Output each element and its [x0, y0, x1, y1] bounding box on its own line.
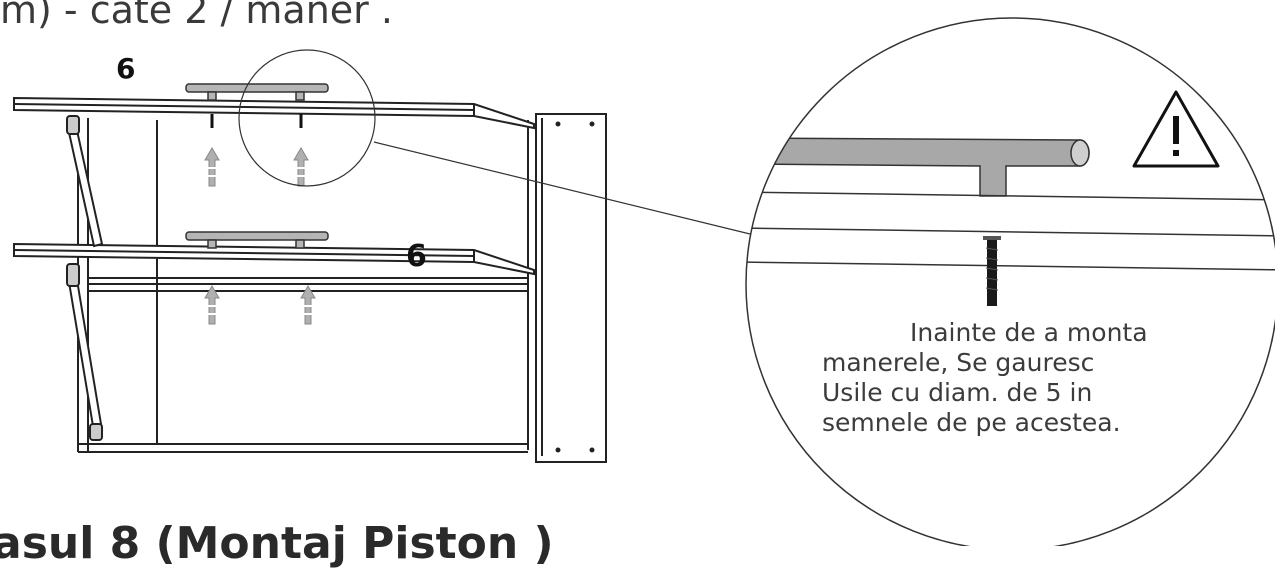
- detail-note-line: Usile cu diam. de 5 in: [822, 378, 1093, 407]
- detail-note-line: Inainte de a monta: [910, 318, 1148, 347]
- warning-triangle-icon: [1132, 90, 1220, 168]
- zoom-source-circle: [238, 49, 376, 187]
- callout-connector: [373, 141, 751, 235]
- upper-gas-piston: [66, 115, 104, 248]
- arrow-dashes: [207, 167, 313, 315]
- top-caption: m) - cate 2 / maner .: [0, 0, 393, 32]
- assembly-diagram: [13, 17, 1275, 546]
- lower-door: [13, 242, 535, 276]
- detail-note-line: manerele, Se gauresc: [822, 348, 1095, 377]
- upper-door-qty-label: 6: [116, 52, 136, 85]
- screw-icon: [983, 236, 1001, 306]
- step-heading: asul 8 (Montaj Piston ): [0, 518, 554, 569]
- screws-upper: [210, 114, 303, 128]
- cabinet-side-panel: [535, 113, 607, 463]
- detail-note-line: semnele de pe acestea.: [822, 408, 1121, 437]
- lower-handle: [185, 231, 329, 249]
- upper-handle: [185, 83, 329, 101]
- detail-note: Inainte de a monta manerele, Se gauresc …: [822, 318, 1242, 438]
- zoom-detail-circle: [745, 17, 1275, 546]
- lower-gas-piston: [66, 263, 104, 441]
- lower-door-qty-label: 6: [406, 239, 427, 274]
- upper-door: [13, 96, 535, 130]
- detail-view: [746, 137, 1275, 306]
